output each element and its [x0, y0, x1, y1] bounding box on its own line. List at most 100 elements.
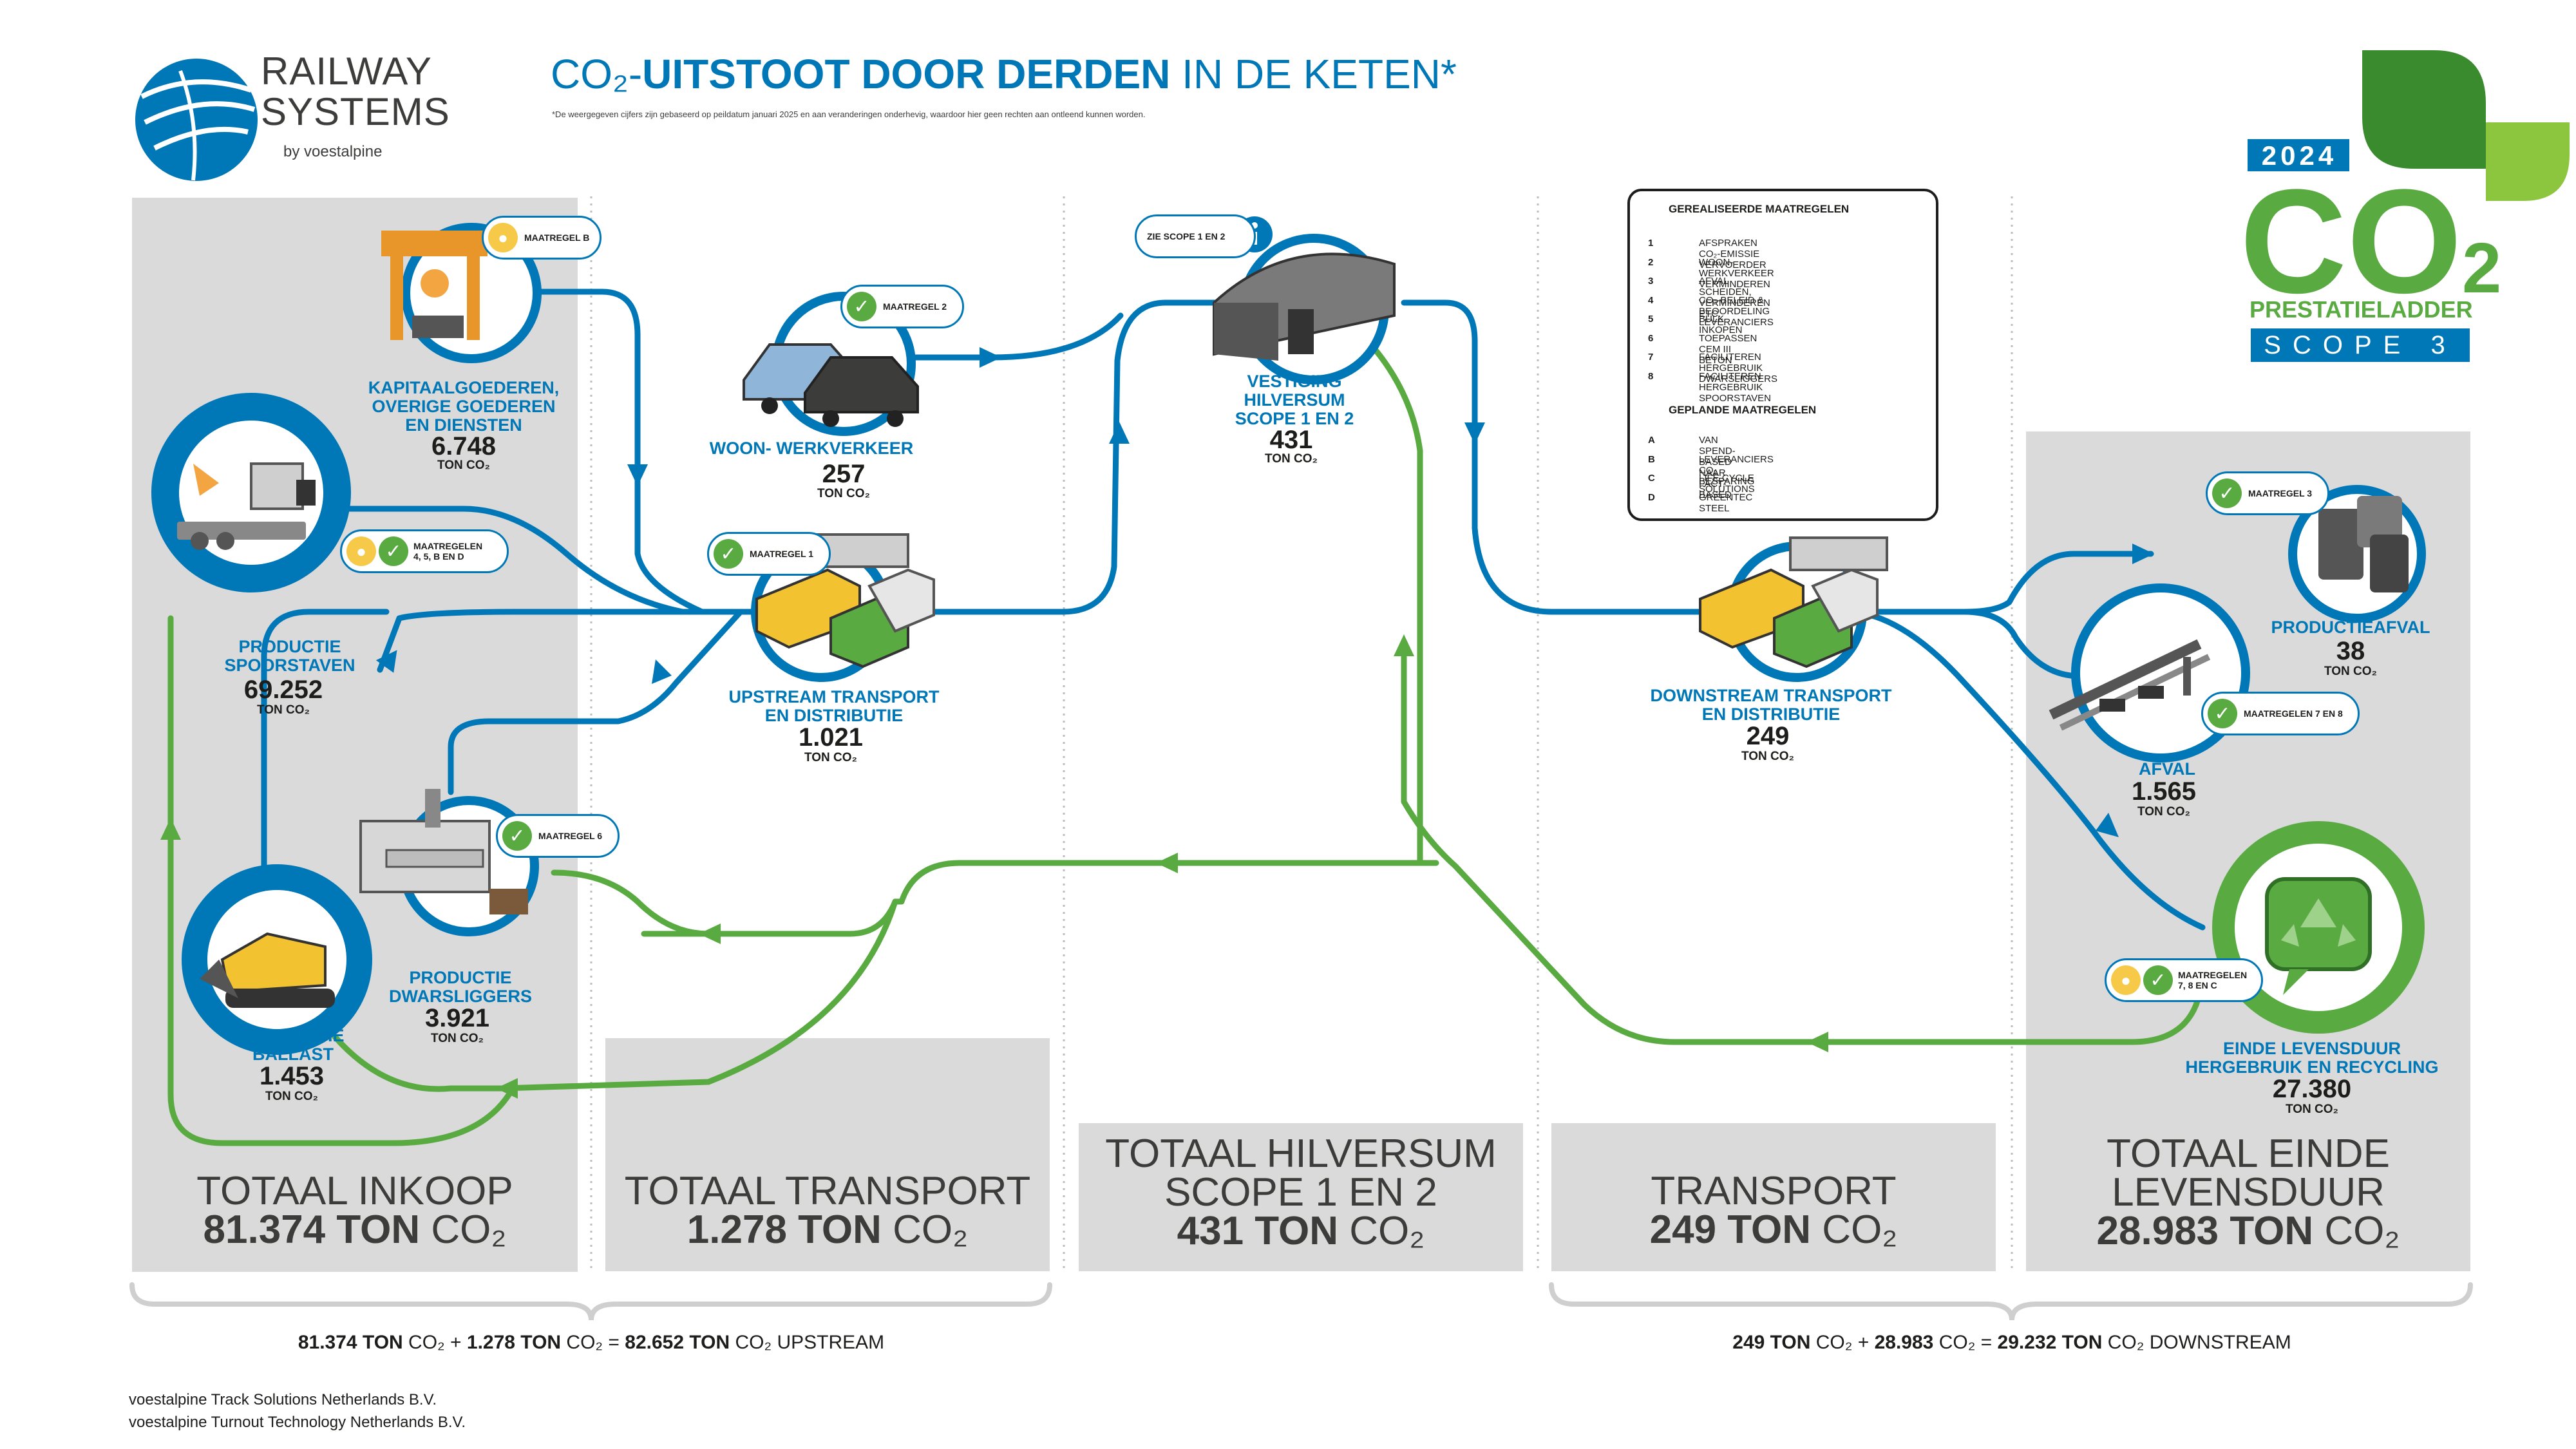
legend-item-text: LIFE CYCLE SOLUTIONS	[1699, 473, 1755, 495]
legend-item-text: AFSPRAKEN CO₂-EMISSIE VERVOERDER	[1699, 238, 1766, 270]
legend-item-text: VAN SPEND-BASED NAAR FACT-BASED	[1699, 435, 1736, 500]
badge-ladder: PRESTATIELADDER	[2249, 296, 2473, 323]
measures-legend: GEREALISEERDE MAATREGELEN 1 AFSPRAKEN CO₂…	[1627, 189, 1938, 521]
hilversum-icon	[1213, 234, 1396, 384]
pill-productieafval: ✓MAATREGEL 3	[2206, 471, 2329, 515]
footer-line2: voestalpine Turnout Technology Netherlan…	[129, 1414, 466, 1431]
woon-label: WOON- WERKVERKEER	[709, 439, 914, 458]
dwarsliggers-unit: TON CO₂	[431, 1032, 484, 1045]
woon-icon	[743, 292, 919, 436]
dwarsliggers-icon	[359, 789, 539, 936]
kapitaal-unit: TON CO₂	[437, 459, 490, 472]
legend-item-code: 7	[1648, 352, 1654, 363]
upstream-unit: TON CO₂	[804, 751, 857, 764]
downstream-icon	[1699, 536, 1888, 682]
legend-item-code: 1	[1648, 238, 1654, 249]
badge-co2: CO2	[2240, 158, 2502, 324]
ballast-value: 1.453	[259, 1062, 325, 1090]
legend-item-code: 3	[1648, 276, 1654, 287]
bulb-icon: ●	[346, 536, 376, 566]
legend-item-code: 2	[1648, 256, 1654, 268]
legend-item-code: 4	[1648, 294, 1654, 306]
spoorstaven-icon	[151, 393, 351, 592]
blue-flows	[261, 289, 2206, 931]
legend-item-text: FACILITEREN HERGEBRUIK SPOORSTAVEN	[1699, 370, 1771, 404]
bulb-icon: ●	[488, 223, 518, 252]
pill-woon: ✓MAATREGEL 2	[840, 285, 964, 328]
legend-realized-title: GEREALISEERDE MAATREGELEN	[1669, 203, 1850, 215]
ballast-unit: TON CO₂	[265, 1090, 318, 1103]
recycling-icon	[2212, 821, 2425, 1034]
downstream-unit: TON CO₂	[1741, 750, 1794, 763]
legend-item-text: WOON- WERKVERKEER VERMINDEREN	[1699, 256, 1774, 290]
logo-text-byline: by voestalpine	[283, 143, 383, 160]
spoorstaven-value: 69.252	[243, 676, 323, 704]
hilversum-unit: TON CO₂	[1265, 452, 1318, 466]
check-icon: ✓	[2212, 478, 2242, 508]
einde-value: 27.380	[2272, 1075, 2352, 1103]
logo-text-systems: SYSTEMS	[261, 90, 450, 133]
productieafval-unit: TON CO₂	[2324, 665, 2377, 678]
green-arrowheads	[160, 634, 1828, 1099]
sum-upstream: 81.374 TON CO₂ + 1.278 TON CO₂ = 82.652 …	[298, 1332, 885, 1353]
badge-year: 2024	[2261, 140, 2338, 171]
panel-hilversum	[1079, 1123, 1523, 1271]
woon-value: 257	[822, 460, 866, 488]
legend-item-text: TOEPASSEN CEM III BETON	[1699, 332, 1757, 366]
afval-unit: TON CO₂	[2137, 805, 2190, 819]
panel-transport	[605, 1038, 1050, 1271]
pill-kapitaal: ●MAATREGEL B	[482, 216, 601, 260]
footer-line1: voestalpine Track Solutions Netherlands …	[129, 1391, 437, 1408]
upstream-brace	[129, 1282, 1052, 1321]
dwarsliggers-value: 3.921	[424, 1004, 490, 1032]
kapitaal-value: 6.748	[431, 432, 497, 460]
badge-scope: SCOPE 3	[2264, 331, 2457, 359]
legend-item-code: 6	[1648, 332, 1654, 344]
productieafval-label: PRODUCTIEAFVAL	[2271, 618, 2430, 637]
legend-item-text: BULK INKOPEN	[1699, 314, 1743, 336]
legend-item-code: D	[1648, 491, 1655, 503]
kapitaal-icon	[381, 223, 542, 363]
sum-downstream: 249 TON CO₂ + 28.983 CO₂ = 29.232 TON CO…	[1732, 1332, 2291, 1353]
woon-unit: TON CO₂	[817, 487, 870, 500]
legend-item-text: GREENTEC STEEL	[1699, 491, 1753, 514]
legend-item-code: 5	[1648, 314, 1654, 325]
check-icon: ✓	[847, 292, 876, 321]
einde-unit: TON CO₂	[2286, 1103, 2338, 1116]
spoorstaven-unit: TON CO₂	[257, 703, 310, 717]
page-title: CO₂-UITSTOOT DOOR DERDEN IN DE KETEN*	[551, 51, 1457, 97]
pill-hilversum: ZIE SCOPE 1 EN 2	[1135, 214, 1256, 258]
panel-downstream-transport	[1551, 1123, 1996, 1271]
co2-badge-graphic	[2248, 50, 2570, 362]
legend-item-code: B	[1648, 453, 1655, 465]
panel-inkoop	[132, 198, 578, 1272]
downstream-brace	[1549, 1282, 2473, 1321]
legend-item-code: A	[1648, 435, 1655, 446]
pill-afval: ✓MAATREGELEN 7 EN 8	[2201, 692, 2360, 735]
logo-text-railway: RAILWAY	[261, 50, 432, 93]
pill-upstream: ✓MAATREGEL 1	[707, 532, 831, 576]
check-icon: ✓	[2208, 699, 2237, 728]
productieafval-value: 38	[2336, 637, 2365, 665]
legend-planned-title: GEPLANDE MAATREGELEN	[1669, 404, 1817, 416]
pill-dwarsliggers: ✓MAATREGEL 6	[496, 814, 620, 858]
downstream-value: 249	[1746, 722, 1790, 750]
afval-value: 1.565	[2131, 777, 2197, 806]
blue-arrowheads	[375, 347, 2154, 837]
afval-label: AFVAL	[2139, 759, 2195, 779]
ballast-icon	[182, 864, 372, 1055]
check-icon: ✓	[502, 821, 532, 851]
